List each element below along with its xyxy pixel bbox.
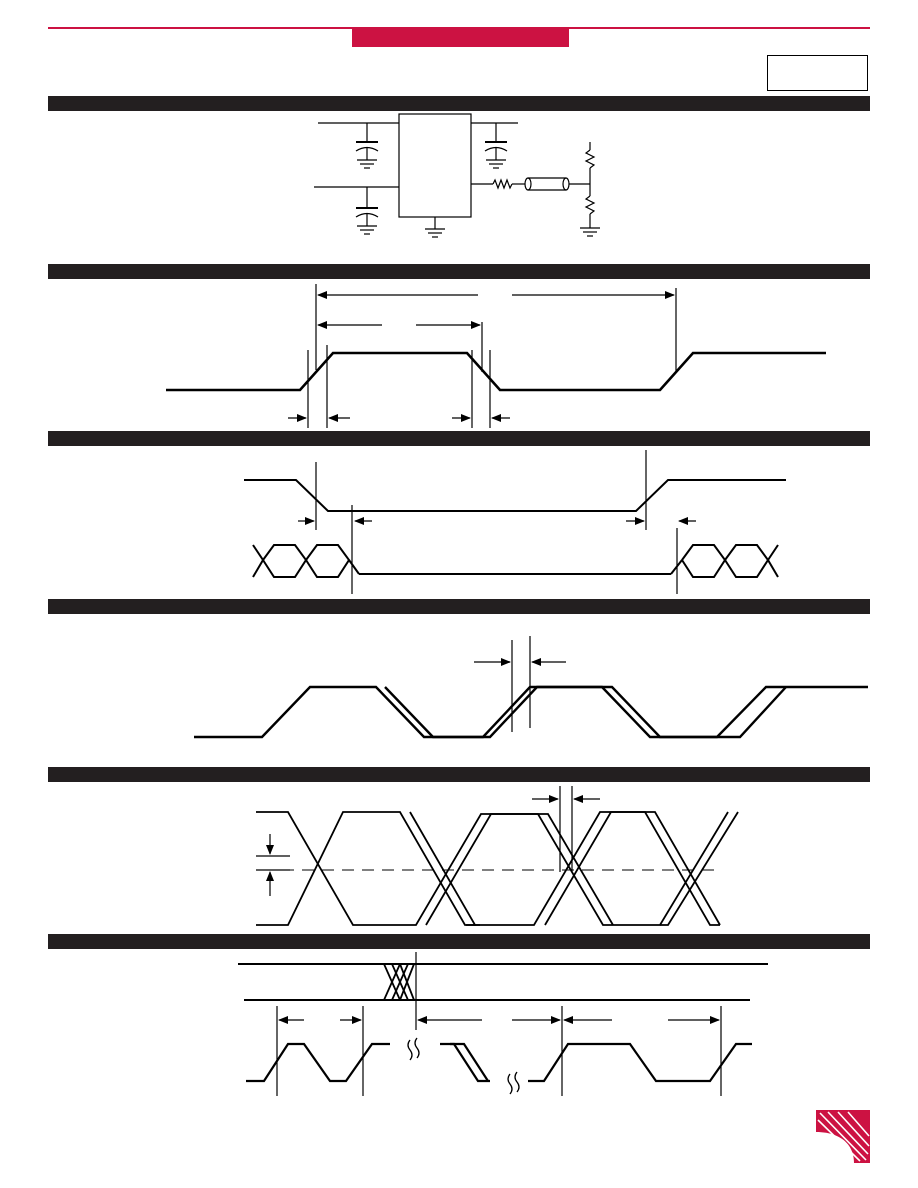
section-bar-output-skew <box>48 599 870 614</box>
section-bar-output-waveform <box>48 264 870 279</box>
section-bar-test-circuit <box>48 96 870 111</box>
output-b-trace <box>384 685 787 739</box>
ground-icon <box>425 217 445 238</box>
company-logo-icon <box>816 1110 870 1163</box>
clock-trace-middle-a <box>440 1042 490 1083</box>
capacitor-icon <box>484 123 508 169</box>
time-break-icon <box>407 1037 520 1095</box>
output-waveform-diagram <box>166 284 826 428</box>
resistor-icon <box>584 195 596 215</box>
part-number-box <box>767 55 868 91</box>
clock-trace-last-cycle <box>528 1042 752 1083</box>
crosspoint-jitter-diagram <box>256 786 739 926</box>
period-jitter-diagram <box>238 952 768 1096</box>
title-block <box>352 27 569 47</box>
section-bar-enable-timing <box>48 431 870 446</box>
data-transition-group-left <box>252 544 360 578</box>
clock-trace-middle-b <box>450 1042 489 1082</box>
enable-timing-diagram <box>244 450 786 594</box>
coax-line-icon <box>524 177 570 191</box>
data-transition-group-right <box>670 544 779 578</box>
section-bar-crosspoint-jitter <box>48 767 870 782</box>
trigger-crossing-group <box>383 963 415 1001</box>
resistor-icon <box>584 149 596 169</box>
output-skew-diagram <box>194 636 868 739</box>
test-circuit-diagram <box>314 113 600 238</box>
capacitor-icon <box>355 123 379 169</box>
output-waveform-trace <box>166 351 826 392</box>
output-a-trace <box>194 685 868 739</box>
resistor-icon <box>492 178 513 190</box>
diff-trace-1 <box>256 811 396 926</box>
capacitor-icon <box>355 187 379 235</box>
device-under-test-block <box>398 113 472 218</box>
clock-trace-first-cycles <box>246 1042 390 1083</box>
section-bar-period-jitter <box>48 934 870 949</box>
ground-icon <box>580 227 600 237</box>
enable-control-trace <box>244 479 786 512</box>
